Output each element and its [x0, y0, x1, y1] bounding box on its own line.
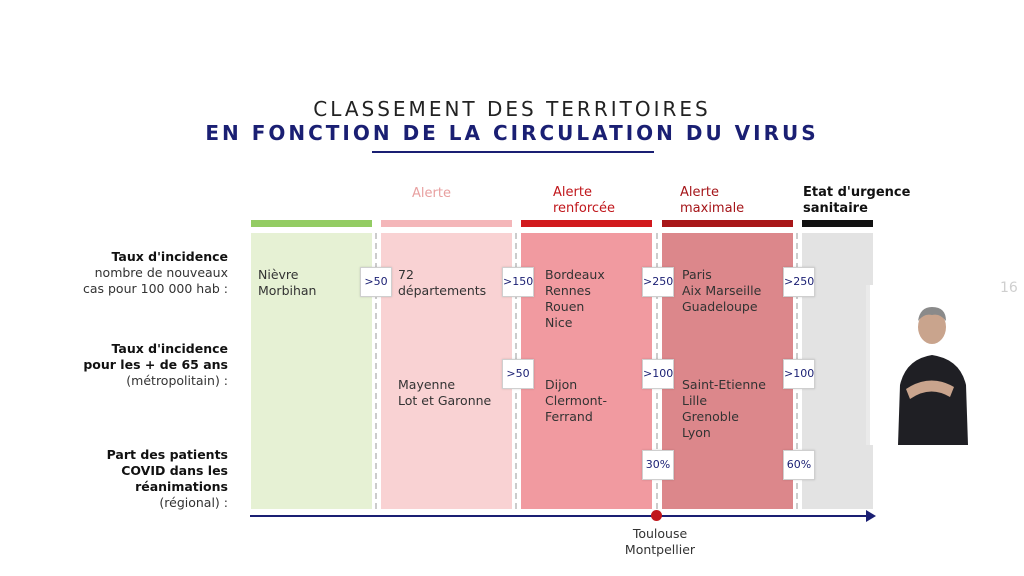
- bar-alerte-renforcee: [521, 220, 652, 227]
- row-label-reanimation: Part des patients COVID dans les réanima…: [106, 447, 228, 510]
- threshold-badge: >150: [502, 267, 534, 297]
- threshold-badge: >100: [642, 359, 674, 389]
- threshold-badge: >250: [783, 267, 815, 297]
- threshold-badge: 60%: [783, 450, 815, 480]
- bar-alerte: [381, 220, 512, 227]
- column-bg-alerte-maximale: [662, 233, 793, 509]
- bar-etat-urgence: [802, 220, 873, 227]
- threshold-badge: 30%: [642, 450, 674, 480]
- bar-green: [251, 220, 372, 227]
- page-number: 16: [1000, 280, 1018, 296]
- row-label-incidence-65: Taux d'incidence pour les + de 65 ans (m…: [83, 341, 228, 388]
- timeline-axis: [250, 515, 870, 517]
- column-bg-alerte: [381, 233, 512, 509]
- arrow-right-icon: [866, 510, 876, 522]
- separator-1: [375, 233, 377, 509]
- bar-alerte-maximale: [662, 220, 793, 227]
- column-bg-alerte-renforcee: [521, 233, 652, 509]
- axis-marker-dot: [651, 510, 662, 521]
- title-line-1: CLASSEMENT DES TERRITOIRES: [313, 97, 711, 121]
- threshold-badge: >100: [783, 359, 815, 389]
- column-bg-green: [251, 233, 372, 509]
- title-underline: [372, 151, 654, 153]
- title-line-2: EN FONCTION DE LA CIRCULATION DU VIRUS: [205, 121, 819, 145]
- interpreter-figure-icon: [870, 285, 1000, 445]
- sign-language-interpreter-inset: [870, 285, 1000, 445]
- column-header-alerte: Alerte: [412, 186, 451, 201]
- threshold-badge: >50: [502, 359, 534, 389]
- row-label-incidence: Taux d'incidence nombre de nouveaux cas …: [82, 249, 228, 296]
- threshold-badge: >50: [360, 267, 392, 297]
- threshold-badge: >250: [642, 267, 674, 297]
